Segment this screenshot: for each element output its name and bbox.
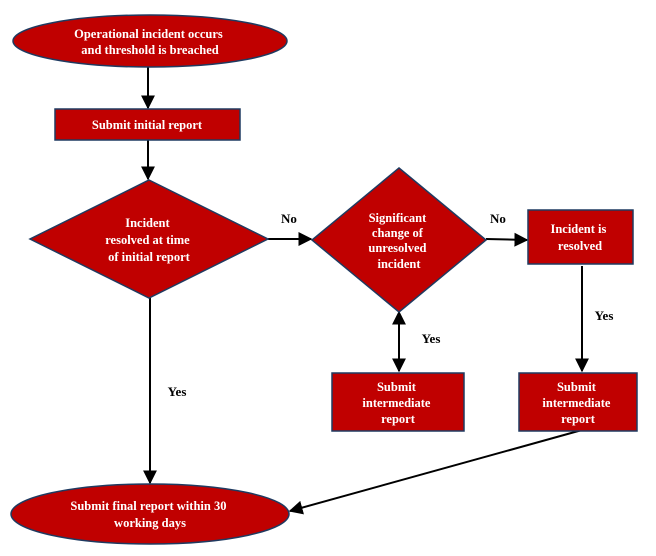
intermediate-right-line-2: intermediate [542,396,610,410]
incident-resolved-line-2: resolved [558,239,602,253]
svg-text:Incident is resolved: Incident is resolved [550,222,609,253]
incident-resolved-box [527,209,634,265]
initial-report-line-1: Submit initial report [92,118,203,132]
label-no-second: No [490,211,506,226]
start-line-2: and threshold is breached [81,43,218,57]
node-final-report: Submit final report within 30 working da… [10,483,290,545]
significant-change-line-4: incident [377,257,421,271]
svg-text:Incident resolved at tim: Incident resolved at time of initial rep… [105,216,193,264]
node-initial-report: Submit initial report [54,108,241,141]
final-report-line-1: Submit final report within 30 [70,499,226,513]
edge-significant-change-no-to-resolved [485,232,529,247]
label-yes-intermediate: Yes [422,331,441,346]
intermediate-left-line-1: Submit [377,380,417,394]
edges [141,66,589,515]
intermediate-right-box [518,372,638,432]
incident-resolved-line-1: Incident is [550,222,606,236]
node-intermediate-right: Submit intermediate report [518,372,638,432]
intermediate-left-line-2: intermediate [362,396,430,410]
resolved-initial-line-1: Incident [125,216,170,230]
resolved-initial-line-2: resolved at time [105,233,190,247]
node-resolved-initial: Incident resolved at time of initial rep… [28,179,270,299]
svg-text:Operational incident occurs: Operational incident occurs and threshol… [74,27,226,57]
start-line-1: Operational incident occurs [74,27,223,41]
svg-text:Significant change of: Significant change of unresolved inciden… [368,211,429,271]
resolved-initial-diamond [28,179,270,299]
intermediate-left-box [331,372,465,432]
label-yes-final: Yes [168,384,187,399]
initial-report-box [54,108,241,141]
final-report-line-2: working days [114,516,186,530]
node-incident-resolved: Incident is resolved [527,209,634,265]
node-significant-change: Significant change of unresolved inciden… [310,167,488,313]
label-no-first: No [281,211,297,226]
intermediate-right-line-1: Submit [557,380,597,394]
node-intermediate-left: Submit intermediate report [331,372,465,432]
edge-labels: No No Yes Yes Yes [168,211,614,399]
start-ellipse [12,14,288,68]
significant-change-line-3: unresolved [368,241,426,255]
svg-text:Submit final report within 30: Submit final report within 30 working da… [70,499,229,530]
significant-change-line-2: change of [372,226,424,240]
intermediate-right-line-3: report [561,412,596,426]
resolved-initial-line-3: of initial report [108,250,191,264]
svg-text:Submit intermediate: Submit intermediate report [362,380,433,426]
final-report-ellipse [10,483,290,545]
significant-change-diamond [310,167,488,313]
intermediate-left-line-3: report [381,412,416,426]
node-start: Operational incident occurs and threshol… [12,14,288,68]
svg-text:Submit initial report: Submit initial report [92,118,203,132]
svg-text:Submit intermediate: Submit intermediate report [542,380,613,426]
significant-change-line-1: Significant [369,211,427,225]
edge-intermediate-to-final [288,429,583,515]
label-yes-resolved: Yes [595,308,614,323]
